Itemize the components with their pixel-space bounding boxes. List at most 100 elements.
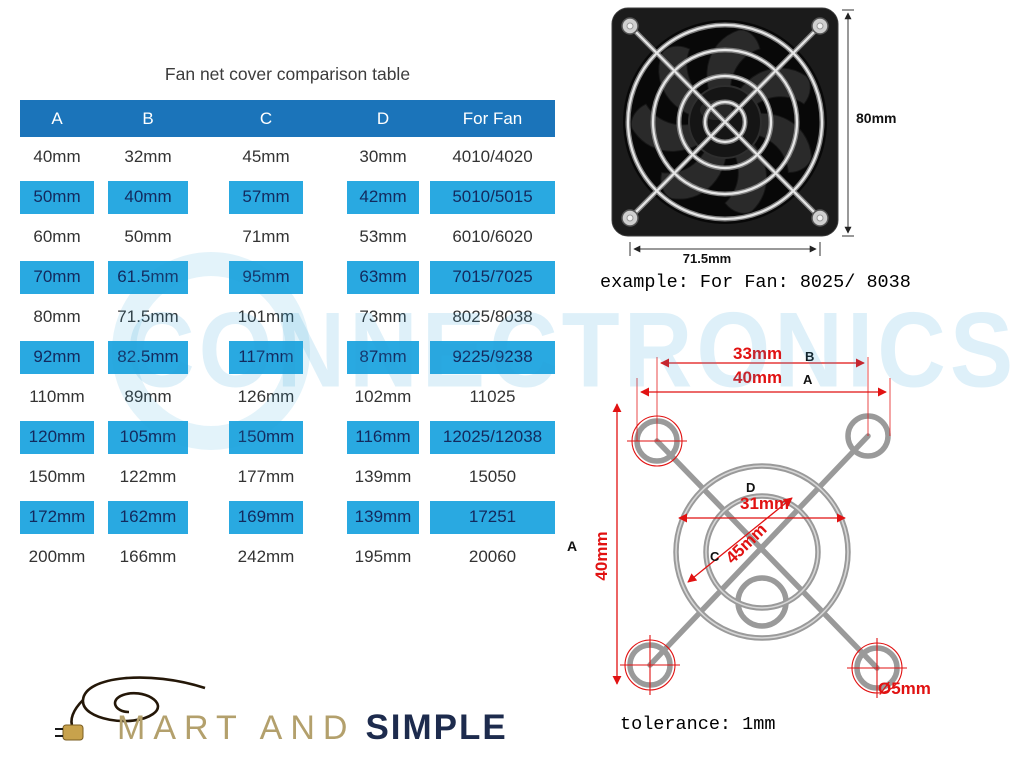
table-cell: 9225/9238 [430, 340, 555, 374]
table-header-cell: For Fan [462, 108, 523, 128]
logo-text-gold: MART AND [117, 709, 356, 747]
table-cell: 120mm [20, 420, 94, 454]
table-cell: 82.5mm [108, 340, 188, 374]
table-cell: 50mm [20, 180, 94, 214]
table-cell: 166mm [119, 547, 177, 566]
guard-dim-b-value: 33mm [733, 344, 783, 363]
guard-hole-diameter: Ø5mm [878, 679, 931, 698]
table-row: 200mm 166mm 242mm 195mm 20060 [20, 537, 555, 577]
table-cell: 126mm [237, 387, 295, 406]
table-cell: 11025 [469, 387, 516, 406]
table-cell: 40mm [33, 147, 81, 166]
table-cell: 195mm [354, 547, 412, 566]
table-row: 50mm 40mm 57mm 42mm 5010/5015 [20, 177, 555, 217]
table-row: 92mm 82.5mm 117mm 87mm 9225/9238 [20, 337, 555, 377]
tolerance-text: tolerance: 1mm [620, 714, 776, 735]
table-row: 80mm 71.5mm 101mm 73mm 8025/8038 [20, 297, 555, 337]
table-cell: 87mm [347, 340, 419, 374]
table-row: 120mm 105mm 150mm 116mm 12025/12038 [20, 417, 555, 457]
table-cell: 40mm [108, 180, 188, 214]
cable-swirl-icon [55, 676, 206, 741]
table-cell: 105mm [108, 420, 188, 454]
table-cell: 150mm [229, 420, 303, 454]
guard-wires [627, 413, 900, 691]
table-cell: 32mm [124, 147, 172, 166]
guard-dim-c-tag: C [710, 549, 720, 564]
table-cell: 80mm [33, 307, 81, 326]
guard-dim-d-tag: D [746, 480, 756, 495]
guard-side-tag: A [567, 538, 578, 554]
table-row: 172mm 162mm 169mm 139mm 17251 [20, 497, 555, 537]
table-cell: 42mm [347, 180, 419, 214]
fan-grille [625, 22, 825, 222]
table-cell: 95mm [229, 260, 303, 294]
guard-dim-a-value: 40mm [733, 368, 783, 387]
table-header-cell: A [51, 108, 63, 128]
table-cell: 110mm [29, 387, 85, 406]
table-cell: 200mm [28, 547, 86, 566]
table-cell: 57mm [229, 180, 303, 214]
table-cell: 122mm [119, 467, 177, 486]
table-cell: 102mm [354, 387, 412, 406]
table-cell: 162mm [108, 500, 188, 534]
table-cell: 60mm [33, 227, 81, 246]
table-body: 40mm 32mm 45mm 30mm 4010/4020 50mm 40mm 57mm 42m… [20, 137, 555, 577]
fan-width-dimension: 71.5mm [682, 251, 732, 266]
fan-corner-screws [621, 17, 829, 227]
table-cell: 6010/6020 [452, 227, 533, 246]
table-header-cell: C [259, 108, 273, 128]
fan-photo [611, 7, 854, 256]
table-cell: 139mm [354, 467, 412, 486]
table-cell: 5010/5015 [430, 180, 555, 214]
table-cell: 4010/4020 [452, 147, 533, 166]
table-cell: 15050 [468, 467, 517, 486]
logo-text-navy: SIMPLE [365, 708, 508, 747]
table-row: 110mm 89mm 126mm 102mm 11025 [20, 377, 555, 417]
table-row: 150mm 122mm 177mm 139mm 15050 [20, 457, 555, 497]
table-title: Fan net cover comparison table [164, 64, 411, 84]
table-cell: 89mm [124, 387, 172, 406]
table-cell: 20060 [468, 547, 517, 566]
fan-guard-diagram [612, 357, 907, 698]
table-header-cell: D [376, 108, 390, 128]
table-cell: 169mm [229, 500, 303, 534]
table-cell: 63mm [347, 260, 419, 294]
table-cell: 116mm [347, 420, 419, 454]
table-cell: 45mm [242, 147, 290, 166]
table-cell: 70mm [20, 260, 94, 294]
table-cell: 92mm [20, 340, 94, 374]
guard-dim-height: 40mm [592, 531, 611, 581]
fan-height-dimension: 80mm [856, 110, 897, 126]
comparison-table: A B C D For Fan 40mm 32mm 45mm 30mm 4010/402… [20, 100, 555, 577]
table-header-cell: B [142, 108, 154, 128]
table-row: 40mm 32mm 45mm 30mm 4010/4020 [20, 137, 555, 177]
table-cell: 177mm [237, 467, 295, 486]
table-cell: 139mm [347, 500, 419, 534]
guard-dim-b-tag: B [805, 349, 815, 364]
table-cell: 7015/7025 [430, 260, 555, 294]
table-row: 70mm 61.5mm 95mm 63mm 7015/7025 [20, 257, 555, 297]
table-cell: 172mm [20, 500, 94, 534]
example-text: example: For Fan: 8025/ 8038 [600, 272, 911, 293]
guard-annotations [612, 357, 907, 698]
table-cell: 53mm [359, 227, 407, 246]
table-header-row: A B C D For Fan [20, 100, 555, 137]
guard-dim-d-value: 31mm [740, 494, 790, 513]
table-cell: 101mm [237, 307, 295, 326]
table-cell: 71.5mm [117, 307, 179, 326]
table-cell: 73mm [359, 307, 407, 326]
table-cell: 8025/8038 [452, 307, 533, 326]
table-cell: 30mm [359, 147, 407, 166]
table-cell: 242mm [237, 547, 295, 566]
table-cell: 17251 [430, 500, 555, 534]
table-cell: 117mm [229, 340, 303, 374]
table-cell: 150mm [28, 467, 86, 486]
table-cell: 12025/12038 [430, 420, 555, 454]
guard-dim-a-tag: A [803, 372, 813, 387]
table-cell: 61.5mm [108, 260, 188, 294]
table-cell: 71mm [242, 227, 290, 246]
